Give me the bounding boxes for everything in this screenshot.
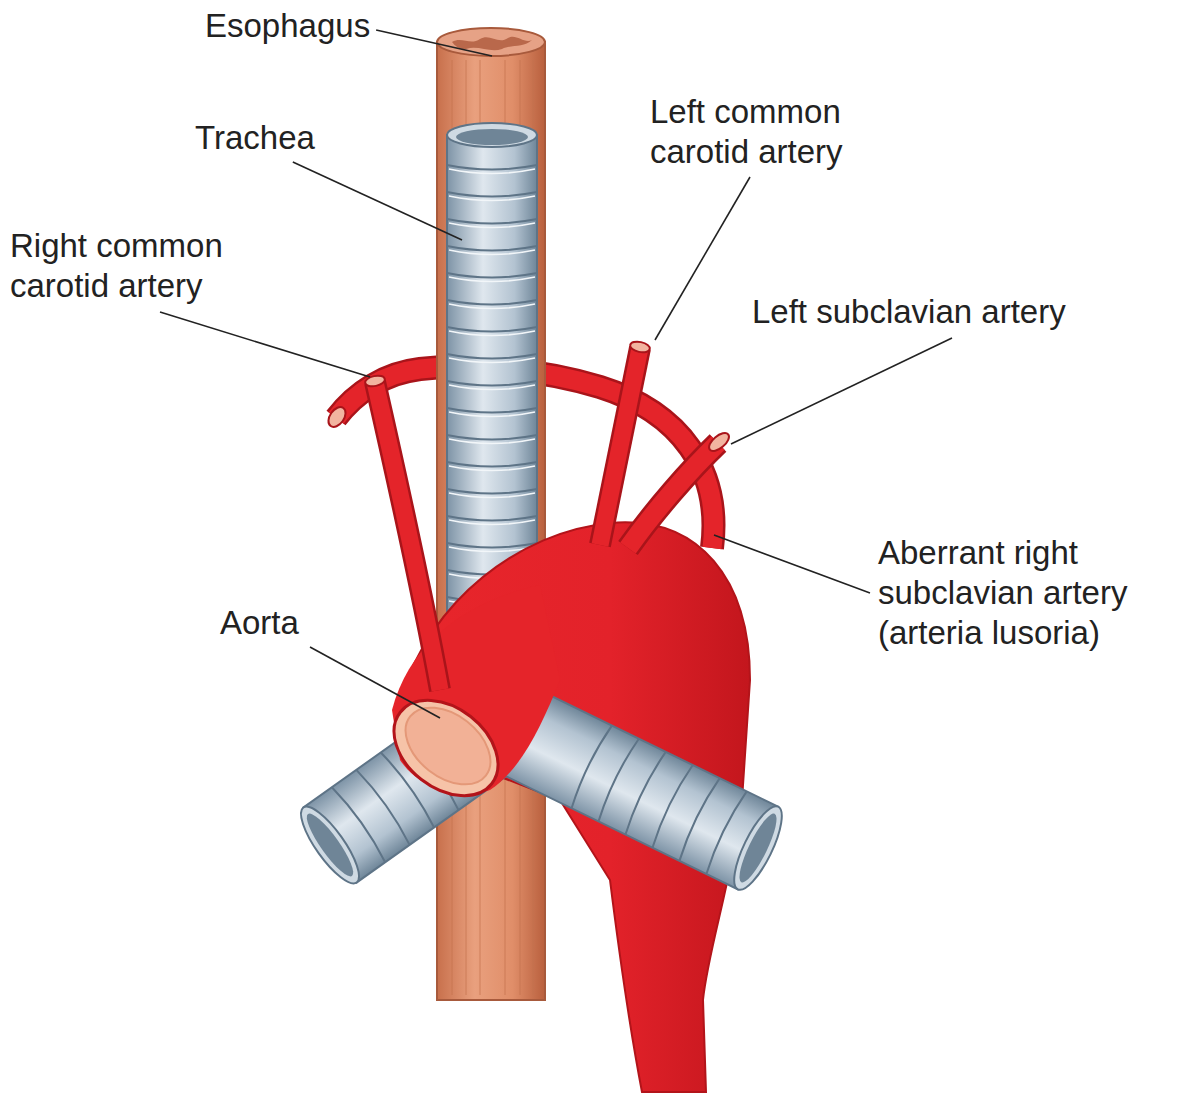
leader-line [160, 312, 370, 377]
tracheal-ring [447, 381, 537, 386]
trachea-lumen [456, 129, 528, 145]
tracheal-ring-highlight [449, 520, 535, 525]
leader-line [293, 162, 462, 240]
tracheal-ring [447, 165, 537, 170]
tracheal-ring [447, 327, 537, 332]
tracheal-ring [447, 489, 537, 494]
tracheal-ring-highlight [449, 331, 535, 336]
esophagus-top [437, 28, 545, 56]
trachea-top [447, 123, 537, 147]
tracheal-ring [447, 408, 537, 413]
tracheal-ring [447, 516, 537, 521]
tracheal-ring [447, 435, 537, 440]
aberrant-subclavian-label: Aberrant right subclavian artery (arteri… [878, 533, 1190, 653]
aorta-cut-rim [376, 681, 517, 815]
tracheal-ring-highlight [449, 169, 535, 174]
tracheal-ring-highlight [449, 385, 535, 390]
arch-branches [375, 348, 718, 690]
leader-line [310, 647, 440, 718]
right-bronchus [504, 693, 791, 896]
leader-line [376, 30, 492, 56]
right-common-carotid-label: Right common carotid artery [10, 226, 265, 306]
aorta-label: Aorta [220, 603, 299, 643]
tracheal-ring [447, 354, 537, 359]
esophagus-lumen [452, 37, 532, 50]
artery-cut-end [325, 404, 349, 430]
trachea-label: Trachea [195, 118, 315, 158]
tracheal-ring-highlight [449, 493, 535, 498]
artery-cut-end [706, 430, 732, 455]
artery-cut-end [364, 374, 386, 388]
tracheal-ring-highlight [449, 223, 535, 228]
tracheal-ring [447, 273, 537, 278]
esophagus-label: Esophagus [205, 6, 370, 46]
tracheal-ring [447, 543, 537, 548]
tracheal-ring-highlight [449, 439, 535, 444]
esophagus [437, 42, 545, 1000]
tracheal-ring-highlight [449, 466, 535, 471]
leader-line [731, 338, 952, 444]
tracheal-ring-highlight [449, 250, 535, 255]
tracheal-ring-highlight [449, 196, 535, 201]
artery-cut-end [629, 340, 651, 354]
left-common-carotid-label: Left common carotid artery [650, 92, 900, 172]
left-subclavian-label: Left subclavian artery [752, 292, 1066, 332]
tracheal-ring-highlight [449, 277, 535, 282]
leader-line [714, 535, 870, 593]
tracheal-ring [447, 462, 537, 467]
tracheal-ring [447, 300, 537, 305]
tracheal-ring-highlight [449, 412, 535, 417]
tracheal-ring-highlight [449, 358, 535, 363]
aorta-cut-lumen [391, 692, 505, 800]
tracheal-ring-highlight [449, 304, 535, 309]
leader-line [655, 177, 750, 340]
tracheal-ring [447, 219, 537, 224]
tracheal-ring [447, 246, 537, 251]
tracheal-ring [447, 192, 537, 197]
